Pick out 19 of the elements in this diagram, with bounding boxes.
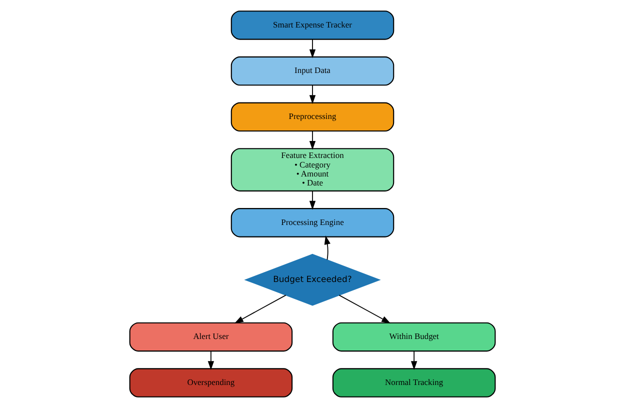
- node-box: Alert User: [128, 322, 292, 352]
- arrow: [234, 294, 286, 324]
- node-box: Input Data: [230, 56, 394, 86]
- node-box: Feature Extraction • Category • Amount • Date: [230, 148, 394, 192]
- node-diamond: Budget Exceeded?: [244, 254, 380, 306]
- node-box: Preprocessing: [230, 102, 394, 132]
- arrow: [308, 130, 316, 150]
- arrow: [308, 84, 316, 104]
- node-box: Processing Engine: [230, 208, 394, 238]
- node-box: Normal Tracking: [332, 368, 496, 398]
- node-box: Within Budget: [332, 322, 496, 352]
- arrow: [308, 190, 316, 210]
- arrow: [410, 350, 417, 370]
- node-box: Overspending: [128, 368, 292, 398]
- arrow: [308, 39, 316, 58]
- node-box: Smart Expense Tracker: [230, 10, 394, 40]
- arrow: [324, 236, 330, 260]
- arrow: [207, 350, 214, 370]
- arrow: [338, 294, 390, 324]
